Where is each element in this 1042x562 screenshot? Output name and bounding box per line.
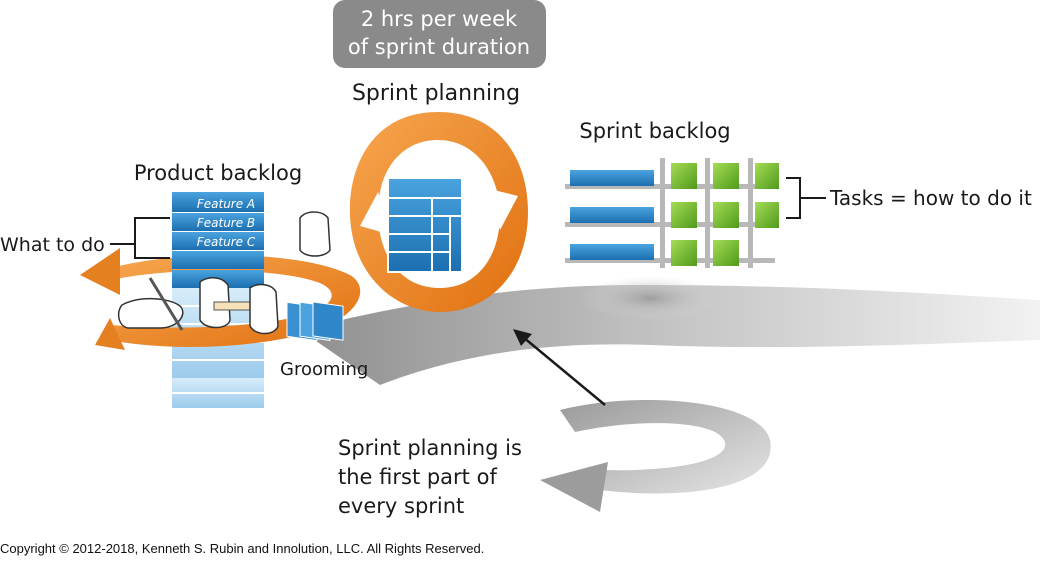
planning-cycle-icon [349,112,528,312]
sprint-planning-label: Sprint planning [352,81,520,106]
sprint-flow-band [300,276,1040,385]
duration-callout: 2 hrs per week of sprint duration [333,0,546,68]
feature-a: Feature A [197,197,255,211]
feature-b: Feature B [197,216,255,230]
sprint-loop-arrow [540,400,771,512]
what-to-do-bracket [110,217,170,259]
callout-line-1: 2 hrs per week [361,7,518,31]
what-to-do-annotation: What to do [0,234,105,256]
pointer-arrow [513,329,606,406]
grooming-label: Grooming [280,359,368,380]
tasks-bracket [786,177,826,219]
callout-line-2: of sprint duration [348,35,530,59]
feature-blocks: Feature A Feature B Feature C [172,192,264,288]
feature-c: Feature C [197,235,256,249]
first-part-line-3: every sprint [338,494,464,518]
sprint-backlog-grid [565,158,775,268]
hand-open-icon [249,283,279,335]
first-part-line-1: Sprint planning is [338,436,522,460]
first-part-line-2: the first part of [338,465,497,489]
task-cubes [671,163,779,266]
product-backlog-label: Product backlog [134,161,302,185]
tasks-annotation: Tasks = how to do it [829,186,1032,210]
sprint-backlog-label: Sprint backlog [579,119,730,143]
hand-pencil-icon [117,277,184,331]
copyright-notice: Copyright © 2012-2018, Kenneth S. Rubin … [0,541,485,556]
hand-cards-icon [286,211,344,342]
